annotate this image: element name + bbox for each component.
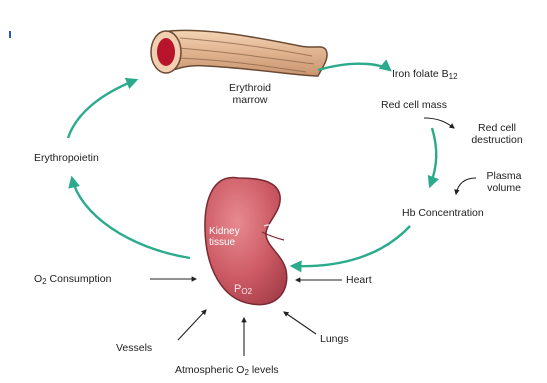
label-erythroid-marrow: Erythroid marrow bbox=[218, 82, 282, 106]
label-po2: PO2 bbox=[234, 283, 252, 298]
label-marrow: marrow bbox=[232, 94, 267, 106]
label-iron-folate-sub: 12 bbox=[449, 72, 458, 81]
label-plasma: Plasma bbox=[486, 170, 521, 182]
edge-mark bbox=[9, 31, 11, 38]
label-hb-concentration: Hb Concentration bbox=[402, 207, 484, 219]
label-erythropoietin: Erythropoietin bbox=[34, 152, 99, 164]
label-erythroid: Erythroid bbox=[229, 82, 271, 94]
label-red-cell-mass: Red cell mass bbox=[381, 99, 447, 111]
label-heart: Heart bbox=[346, 274, 372, 286]
label-iron-folate-text: Iron folate B bbox=[392, 68, 449, 80]
label-o2-consumption-text: Consumption bbox=[47, 273, 112, 285]
label-levels: levels bbox=[249, 364, 279, 376]
label-lungs: Lungs bbox=[320, 333, 349, 345]
label-o2-o: O bbox=[34, 273, 42, 285]
label-o2-consumption: O2 Consumption bbox=[34, 273, 111, 288]
label-kidney: Kidney bbox=[209, 226, 240, 237]
label-atmospheric-o2: Atmospheric O2 levels bbox=[175, 364, 279, 379]
label-atmospheric: Atmospheric O bbox=[175, 364, 244, 376]
label-vessels: Vessels bbox=[116, 342, 152, 354]
input-arrows bbox=[150, 118, 476, 356]
label-iron-folate: Iron folate B12 bbox=[392, 68, 458, 83]
label-volume: volume bbox=[487, 182, 521, 194]
label-destruction: destruction bbox=[471, 134, 522, 146]
label-kidney-tissue: Kidney tissue bbox=[209, 226, 240, 248]
label-red-cell: Red cell bbox=[478, 122, 516, 134]
label-po2-sub: O2 bbox=[241, 287, 252, 296]
label-tissue: tissue bbox=[209, 237, 235, 248]
label-red-cell-destruction: Red cell destruction bbox=[454, 122, 540, 146]
bone-marrow-illustration bbox=[151, 30, 327, 76]
label-plasma-volume: Plasma volume bbox=[476, 170, 532, 194]
